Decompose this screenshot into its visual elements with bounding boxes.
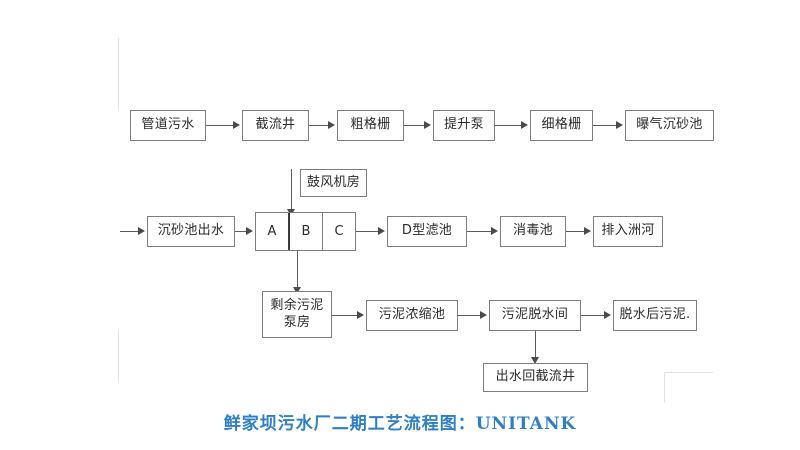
connector-n10-n11 — [467, 231, 493, 232]
connector-tank-n10 — [356, 231, 380, 232]
arrowhead-n4-n5 — [521, 121, 528, 129]
arrowhead-n3-n4 — [424, 121, 431, 129]
connector-n13-n14 — [332, 315, 359, 316]
page-frame-mark-bottom-left — [118, 330, 119, 382]
node-aerated-grit-chamber[interactable]: 曝气沉砂池 — [625, 110, 714, 141]
connector-n15-n17 — [535, 331, 536, 362]
arrowhead-tank-to-sludge-pump — [293, 287, 301, 294]
connector-n15-n16 — [581, 315, 606, 316]
node-coarse-screen[interactable]: 粗格栅 — [337, 110, 404, 141]
connector-n3-n4 — [404, 125, 426, 126]
node-excess-sludge-pump-house[interactable]: 剩余污泥 泵房 — [262, 291, 332, 338]
connector-n2-n3 — [309, 125, 330, 126]
connector-n8-tank — [235, 231, 248, 232]
connector-n11-n12 — [566, 231, 586, 232]
node-d-type-filter[interactable]: D型滤池 — [387, 216, 467, 247]
arrowhead-n2-n3 — [328, 121, 335, 129]
node-disinfection-tank[interactable]: 消毒池 — [500, 216, 566, 247]
arrowhead-n8-tank — [246, 227, 253, 235]
unitank-cell-b[interactable]: B — [288, 213, 322, 250]
node-effluent-return-to-interception-well[interactable]: 出水回截流井 — [483, 363, 588, 392]
page-frame-mark-bottom-right — [664, 372, 713, 403]
node-pipeline-sewage[interactable]: 管道污水 — [130, 110, 206, 141]
arrowhead-tank-n10 — [378, 227, 385, 235]
arrowhead-n11-n12 — [584, 227, 591, 235]
node-sludge-thickening-tank[interactable]: 污泥浓缩池 — [366, 300, 458, 331]
diagram-caption: 鲜家坝污水厂二期工艺流程图：UNITANK — [223, 414, 577, 434]
node-interception-well[interactable]: 截流井 — [242, 110, 309, 141]
arrowhead-n14-n15 — [480, 311, 487, 319]
arrowhead-inlet-n8 — [138, 227, 145, 235]
arrowhead-n13-n14 — [357, 311, 364, 319]
connector-blower-to-tank — [291, 169, 292, 211]
node-discharge-to-zhou-river[interactable]: 排入洲河 — [593, 216, 663, 247]
unitank-cell-a[interactable]: A — [267, 224, 277, 239]
node-sludge-dewatering-room[interactable]: 污泥脱水间 — [489, 300, 581, 331]
arrowhead-n15-n17 — [531, 357, 539, 364]
connector-n5-n6 — [593, 125, 618, 126]
node-lift-pump[interactable]: 提升泵 — [433, 110, 495, 141]
page-frame-mark-top-left — [118, 38, 119, 110]
node-fine-screen[interactable]: 细格栅 — [530, 110, 593, 141]
arrowhead-n10-n11 — [491, 227, 498, 235]
node-blower-room[interactable]: 鼓风机房 — [300, 169, 367, 197]
connector-tank-to-sludge-pump — [297, 251, 298, 289]
node-unitank[interactable]: A B C — [255, 212, 356, 251]
unitank-cell-c[interactable]: C — [322, 213, 355, 250]
node-grit-chamber-effluent[interactable]: 沉砂池出水 — [147, 216, 235, 247]
node-dewatered-sludge[interactable]: 脱水后污泥. — [613, 300, 697, 331]
connector-n14-n15 — [458, 315, 482, 316]
connector-inlet-n8 — [120, 231, 140, 232]
arrowhead-n1-n2 — [233, 121, 240, 129]
connector-n1-n2 — [206, 125, 235, 126]
arrowhead-n5-n6 — [616, 121, 623, 129]
arrowhead-n15-n16 — [604, 311, 611, 319]
connector-n4-n5 — [495, 125, 523, 126]
